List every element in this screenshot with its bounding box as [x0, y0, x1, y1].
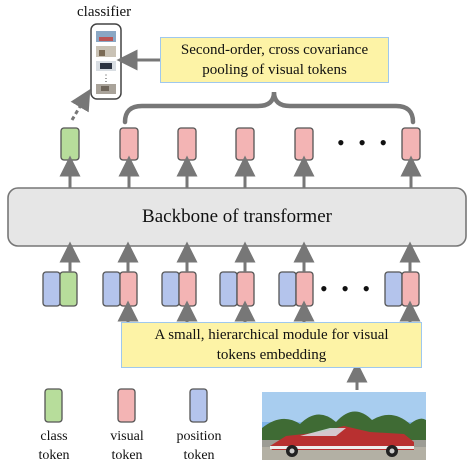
input-image-red-car — [262, 392, 426, 460]
legend-class-token-swatch — [44, 388, 63, 423]
pooling-box-line1: Second-order, cross covariance — [180, 42, 369, 58]
embedding-box-line1: A small, hierarchical module for visual — [154, 327, 389, 343]
input-visual-token — [295, 271, 314, 307]
backbone-output-arrows — [59, 155, 422, 188]
input-position-token — [42, 271, 61, 307]
input-position-token — [278, 271, 297, 307]
output-visual-token — [235, 127, 255, 161]
output-visual-token — [401, 127, 421, 161]
legend-position-token-swatch — [189, 388, 208, 423]
legend-visual-token-label: visual token — [110, 429, 144, 463]
embedding-box-line2: tokens embedding — [216, 347, 327, 363]
input-position-token — [384, 271, 403, 307]
classifier-card: ⋮ — [90, 23, 122, 100]
classifier-thumb-car — [96, 31, 116, 42]
classifier-thumb-room — [96, 46, 116, 57]
input-visual-token — [178, 271, 197, 307]
input-position-token — [161, 271, 180, 307]
output-tokens — [60, 127, 421, 161]
embedding-to-token-arrows — [117, 300, 421, 322]
input-position-token — [219, 271, 238, 307]
input-class-token — [59, 271, 78, 307]
input-visual-token — [119, 271, 138, 307]
output-tokens-ellipsis: • • • — [337, 130, 392, 155]
input-visual-token — [236, 271, 255, 307]
pooling-box-line2: pooling of visual tokens — [202, 62, 347, 78]
input-position-token — [102, 271, 121, 307]
input-backbone-arrows — [59, 241, 421, 272]
legend-visual-token-swatch — [117, 388, 136, 423]
pooling-box: Second-order, cross covariance pooling o… — [160, 37, 389, 83]
visual-tokens-brace — [122, 91, 416, 125]
classifier-label: classifier — [77, 4, 132, 20]
legend-position-token-label: position token — [176, 429, 222, 463]
embedding-module-box: A small, hierarchical module for visual … — [121, 322, 422, 368]
output-visual-token — [119, 127, 139, 161]
backbone-label: Backbone of transformer — [142, 206, 332, 227]
output-class-token — [60, 127, 80, 161]
output-visual-token — [294, 127, 314, 161]
input-tokens-ellipsis: • • • — [320, 276, 375, 301]
class-token-to-classifier-arrow — [70, 88, 91, 121]
input-visual-token — [401, 271, 420, 307]
svg-text:⋮: ⋮ — [102, 73, 111, 83]
legend-class-token-label: class token — [38, 429, 70, 463]
output-visual-token — [177, 127, 197, 161]
